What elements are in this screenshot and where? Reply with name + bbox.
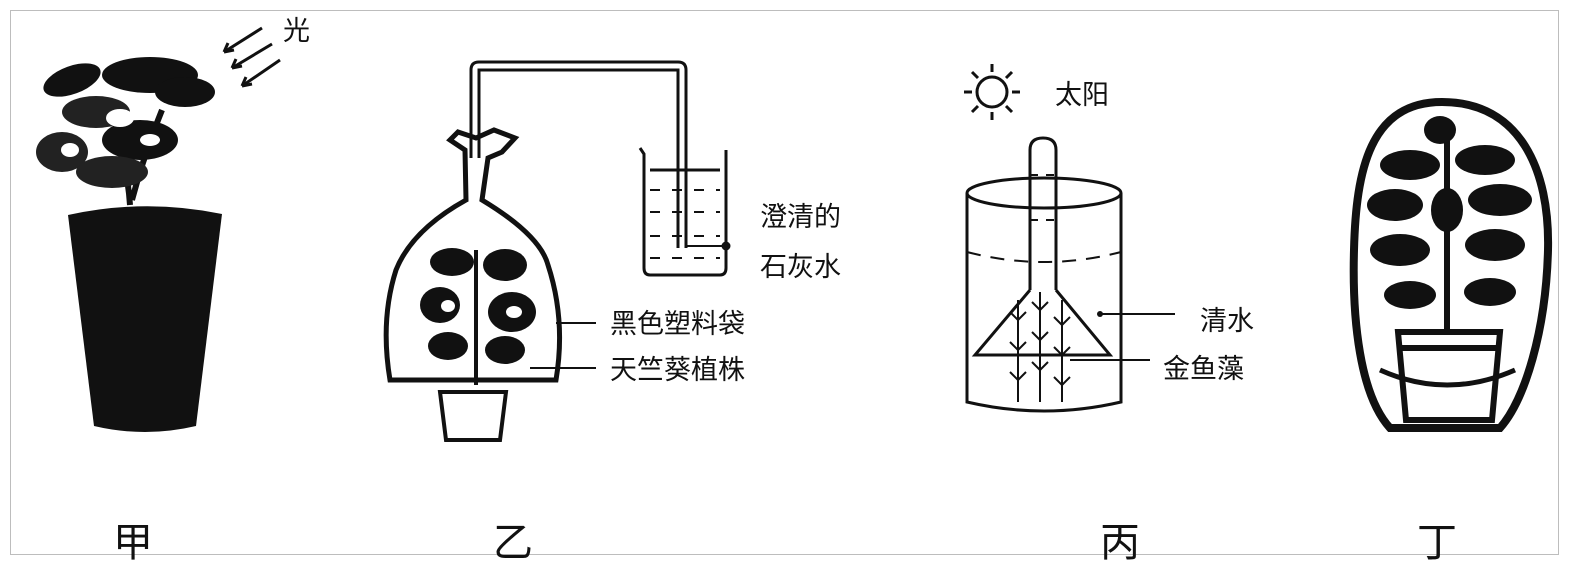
black-bag-label: 黑色塑料袋 [610, 309, 745, 340]
geranium-plant-icon [36, 57, 215, 206]
plant-label: 天竺葵植株 [610, 355, 745, 386]
caption-yi: 乙 [493, 520, 533, 566]
hornwort-label: 金鱼藻 [1163, 354, 1244, 385]
limewater-label-line1: 澄清的 [760, 202, 841, 233]
caption-ding: 丁 [1417, 520, 1457, 566]
covered-pot-icon [1378, 329, 1517, 423]
hornwort-icon [1009, 292, 1071, 402]
small-pot-icon [437, 390, 509, 442]
sun-label: 太阳 [1055, 80, 1109, 111]
limewater-label-line2: 石灰水 [760, 252, 841, 283]
sun-icon [964, 64, 1020, 120]
light-label: 光 [283, 16, 310, 47]
black-pot-icon [68, 206, 222, 432]
panel-jia: 光 甲 [36, 16, 310, 566]
beaker-icon [638, 147, 731, 277]
caption-bing: 丙 [1100, 520, 1140, 566]
test-tube-icon [1028, 136, 1058, 290]
geranium-in-bag-icon [420, 248, 536, 385]
clear-water-label: 清水 [1200, 306, 1254, 337]
funnel-icon [971, 289, 1114, 357]
panel-yi: 澄清的 石灰水 黑色塑料袋 天竺葵植株 乙 [383, 60, 841, 566]
light-arrows-icon [222, 26, 281, 88]
delivery-tube-icon [469, 60, 688, 248]
bell-cover-icon [1349, 97, 1553, 432]
black-plastic-bag-icon [383, 127, 563, 383]
water-beaker-icon [965, 176, 1123, 413]
panel-ding: 丁 [1349, 97, 1553, 566]
figure-frame [10, 10, 1559, 555]
covered-plant-icon [1367, 116, 1532, 330]
caption-jia: 甲 [113, 520, 153, 566]
panel-bing: 太阳 清水 金鱼藻 丙 [964, 64, 1254, 566]
